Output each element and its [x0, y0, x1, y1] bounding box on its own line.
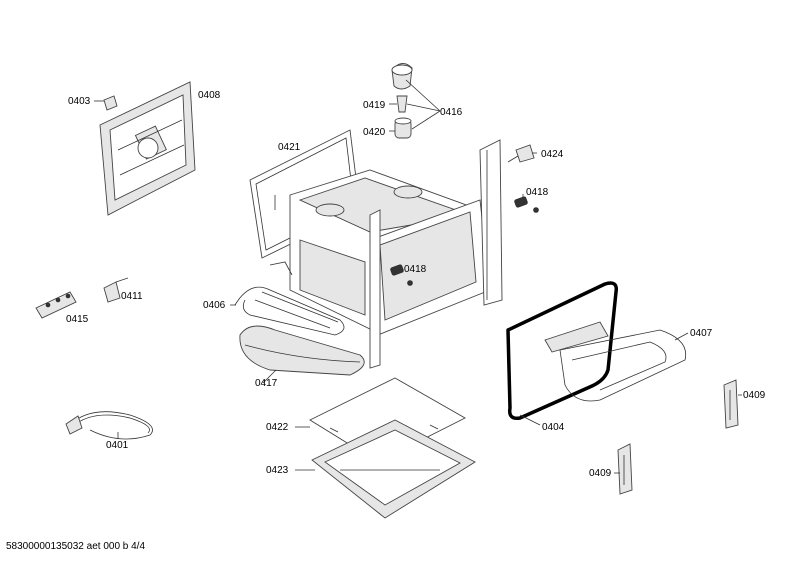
- label-0418-center: 0418: [404, 264, 427, 275]
- thermostat-0411-part[interactable]: [103, 277, 129, 303]
- label-0418-right: 0418: [526, 187, 549, 198]
- hinge-0409-bottom-part[interactable]: [617, 443, 633, 495]
- mains-cable-0401-part[interactable]: [65, 411, 153, 440]
- label-0421: 0421: [278, 142, 301, 153]
- fastener-0418-center-part[interactable]: [390, 264, 413, 286]
- pin-0424-part[interactable]: [507, 144, 535, 163]
- back-panel-part[interactable]: [99, 81, 196, 216]
- label-0404: 0404: [542, 422, 565, 433]
- label-0422: 0422: [266, 422, 289, 433]
- door-seal-0404-part[interactable]: [506, 281, 619, 421]
- callout-labels: 0403 0408 0419 0416 0420 0421 0424 0418 …: [66, 90, 766, 479]
- label-0424: 0424: [541, 149, 564, 160]
- label-0411: 0411: [121, 291, 143, 302]
- base-frame-0423-part[interactable]: [311, 419, 476, 519]
- label-0407: 0407: [690, 328, 713, 339]
- terminal-block-0415-part[interactable]: [35, 291, 77, 319]
- label-0416: 0416: [440, 107, 463, 118]
- label-0415: 0415: [66, 314, 89, 325]
- label-0419: 0419: [363, 100, 386, 111]
- leader-lines: [94, 79, 742, 474]
- grill-element-0407-part[interactable]: [544, 321, 687, 402]
- label-0408: 0408: [198, 90, 221, 101]
- document-footer: 58300000135032 aet 000 b 4/4: [6, 541, 146, 552]
- label-0417: 0417: [255, 378, 278, 389]
- heating-element-0406-part[interactable]: [234, 261, 345, 336]
- label-0406: 0406: [203, 300, 226, 311]
- insulation-0417-part[interactable]: [239, 325, 365, 376]
- oven-cavity-part[interactable]: [289, 139, 503, 369]
- label-0423: 0423: [266, 465, 289, 476]
- clip-0403-part[interactable]: [103, 95, 118, 111]
- label-0409-bottom: 0409: [589, 468, 612, 479]
- label-0403: 0403: [68, 96, 91, 107]
- label-0409-right: 0409: [743, 390, 766, 401]
- fastener-0418-right-part[interactable]: [514, 196, 539, 213]
- knob-assembly-part[interactable]: [391, 63, 413, 139]
- label-0420: 0420: [363, 127, 386, 138]
- hinge-0409-right-part[interactable]: [723, 379, 739, 429]
- label-0401: 0401: [106, 440, 129, 451]
